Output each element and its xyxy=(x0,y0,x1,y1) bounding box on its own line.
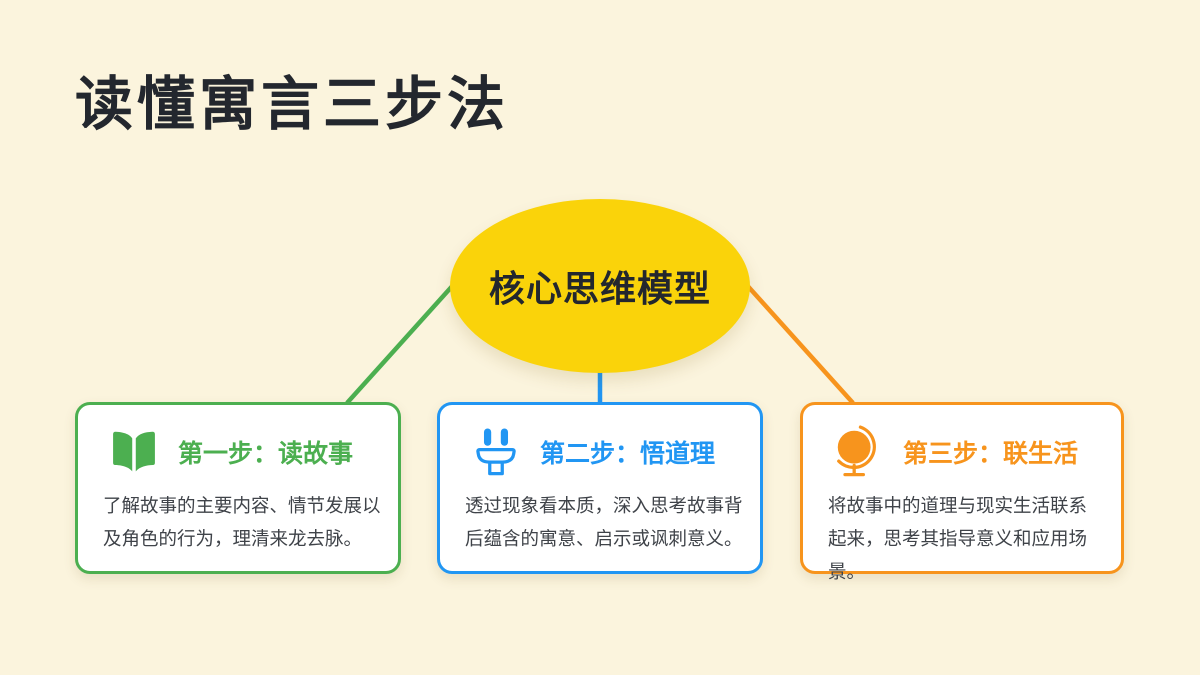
step-2-header: 第二步：悟道理 xyxy=(470,428,744,476)
connector-line-step-3 xyxy=(743,281,855,405)
step-1-header: 第一步：读故事 xyxy=(108,428,382,476)
slide-title: 读懂寓言三步法 xyxy=(75,72,510,137)
open-book-icon xyxy=(108,428,160,476)
connector-line-step-1 xyxy=(345,281,457,405)
step-2-title: 第二步：悟道理 xyxy=(540,440,716,468)
step-card-read-story: 第一步：读故事 了解故事的主要内容、情节发展以及角色的行为，理清来龙去脉。 xyxy=(75,402,401,574)
core-model-label: 核心思维模型 xyxy=(488,268,711,309)
step-1-title: 第一步：读故事 xyxy=(178,440,354,468)
step-2-description: 透过现象看本质，深入思考故事背后蕴含的寓意、启示或讽刺意义。 xyxy=(465,495,743,549)
step-3-header: 第三步：联生活 xyxy=(833,425,1105,477)
step-3-description: 将故事中的道理与现实生活联系起来，思考其指导意义和应用场景。 xyxy=(828,495,1088,582)
plug-icon xyxy=(470,428,522,476)
step-card-link-life: 第三步：联生活 将故事中的道理与现实生活联系起来，思考其指导意义和应用场景。 xyxy=(800,402,1124,582)
step-1-description: 了解故事的主要内容、情节发展以及角色的行为，理清来龙去脉。 xyxy=(103,495,381,549)
step-3-title: 第三步：联生活 xyxy=(903,440,1079,468)
step-card-grasp-moral: 第二步：悟道理 透过现象看本质，深入思考故事背后蕴含的寓意、启示或讽刺意义。 xyxy=(437,402,763,574)
core-model-node: 核心思维模型 xyxy=(450,199,750,373)
globe-icon xyxy=(833,425,885,477)
